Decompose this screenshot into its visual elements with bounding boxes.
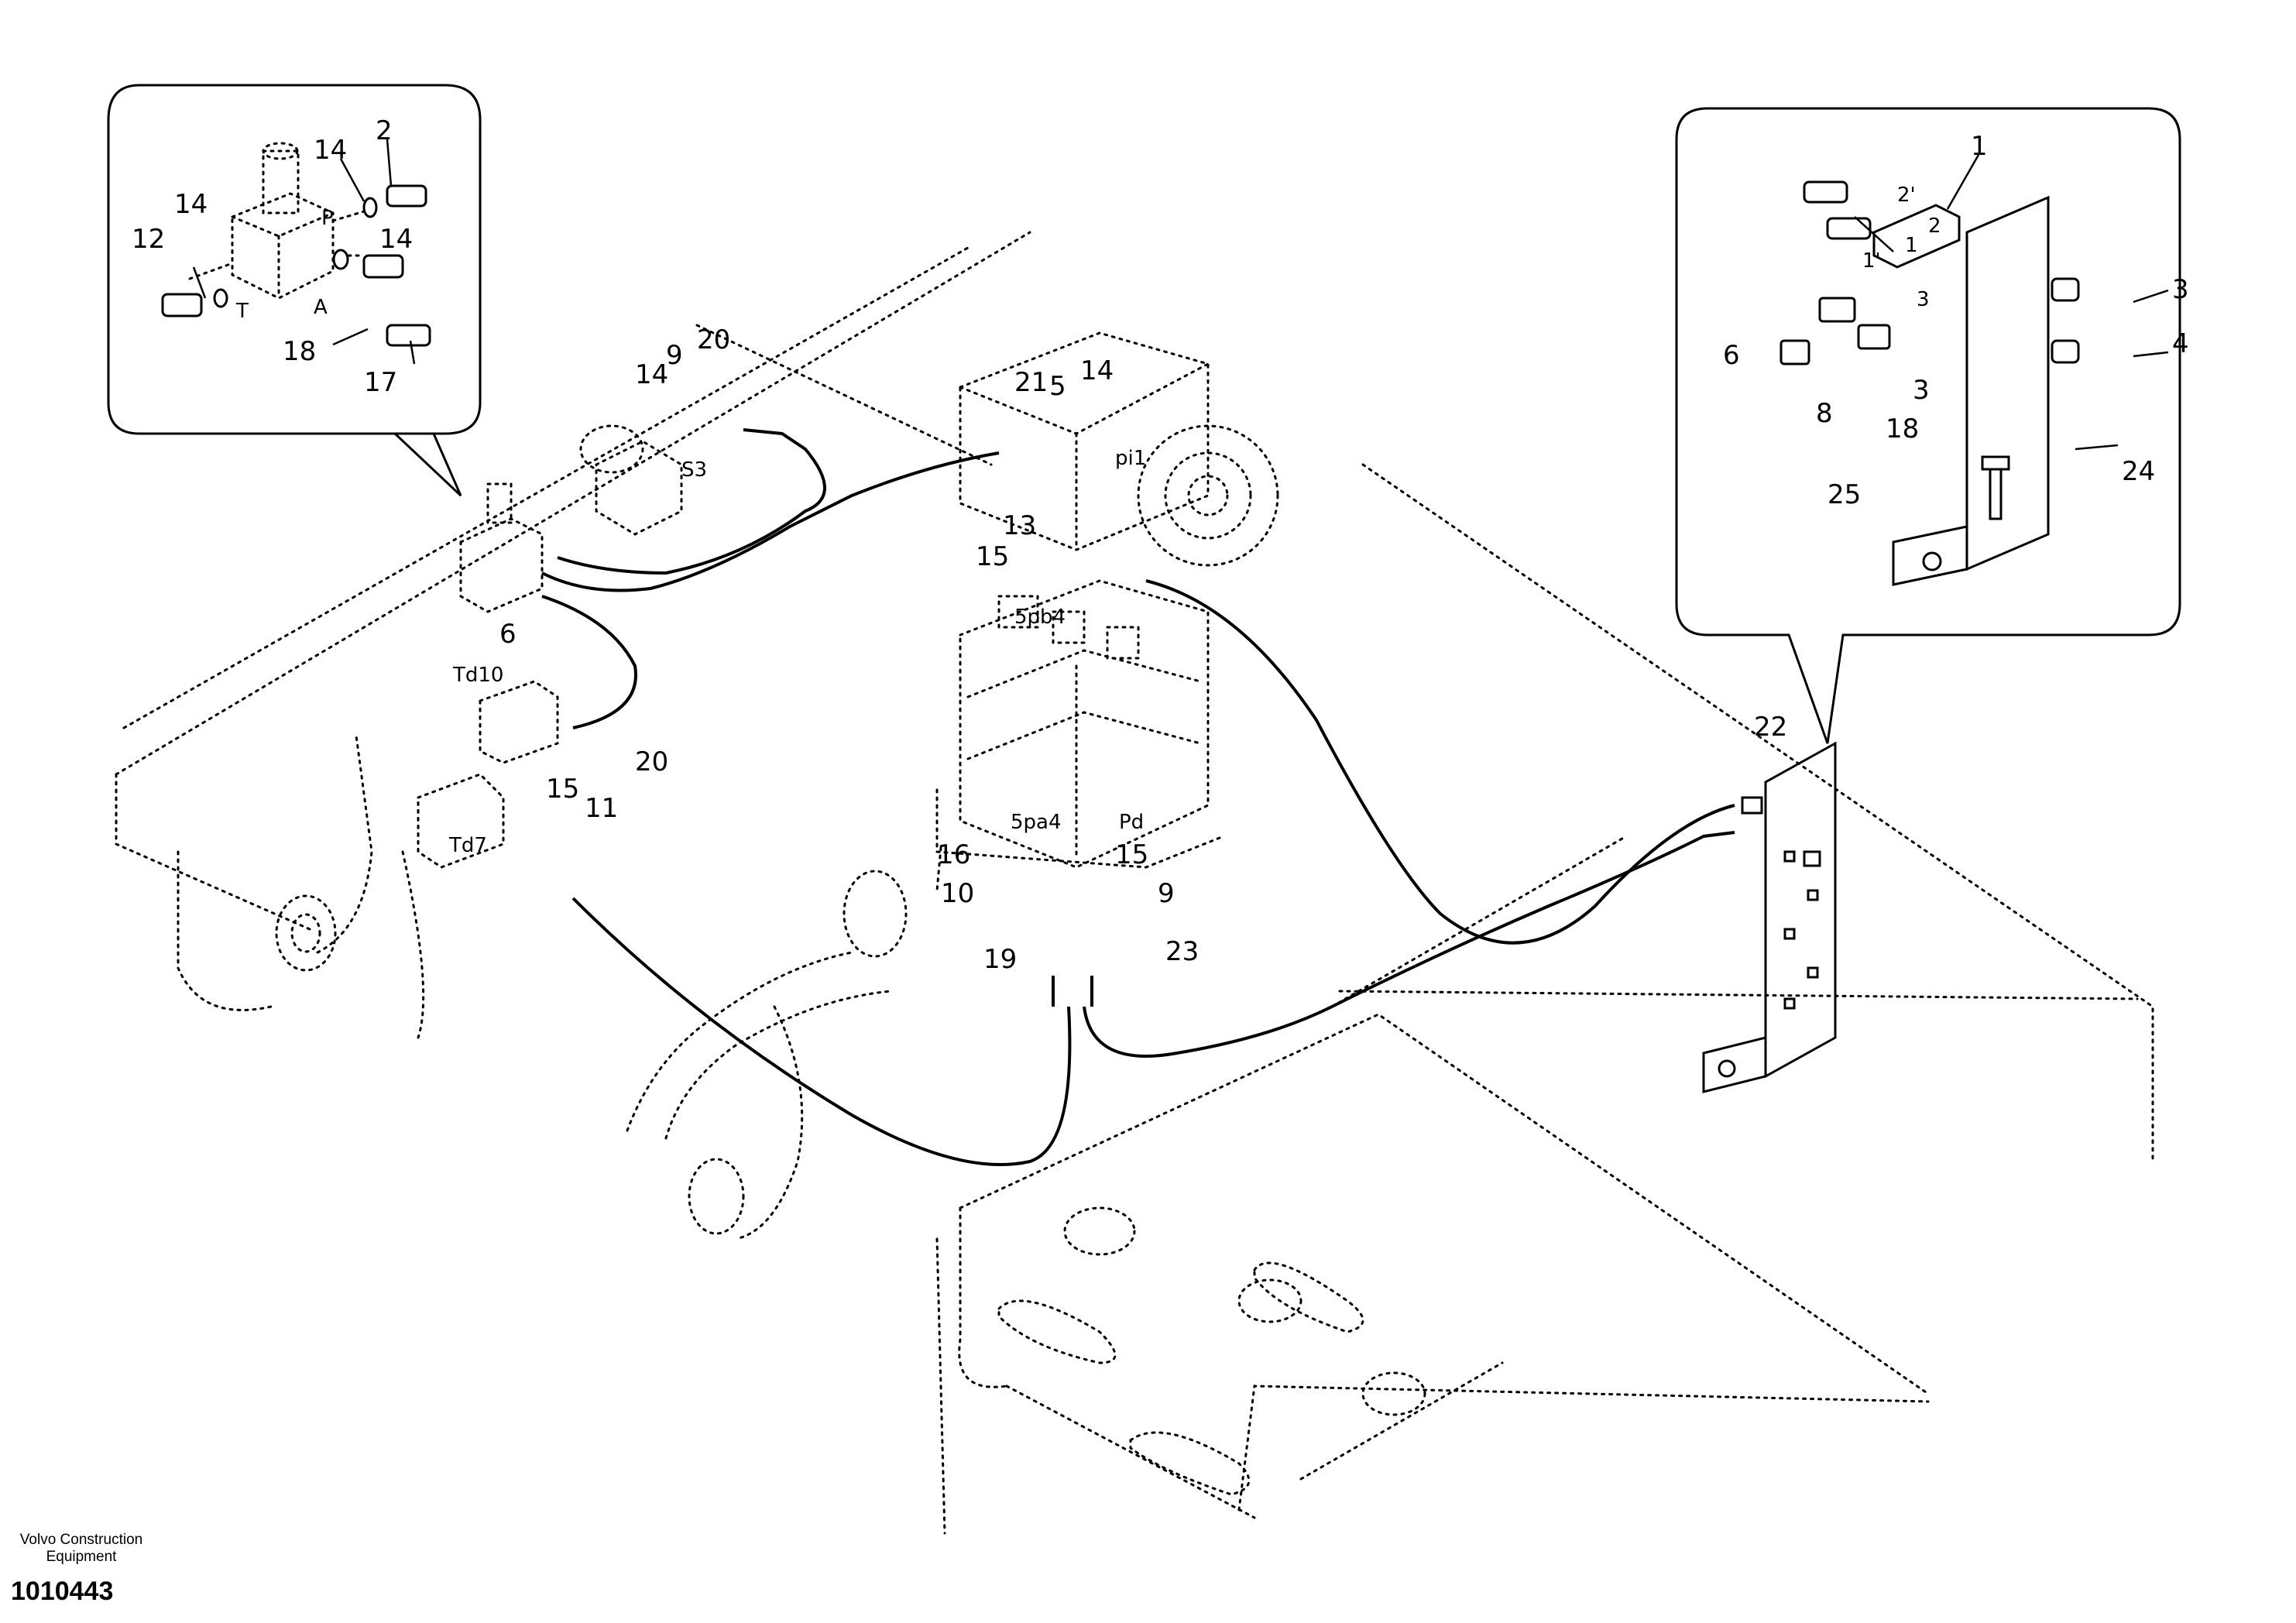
callout: 14 bbox=[314, 135, 347, 166]
callout: 9 bbox=[666, 340, 683, 371]
port-label: T bbox=[235, 300, 249, 323]
callout: 20 bbox=[635, 746, 668, 777]
port-label: Pd bbox=[1119, 811, 1144, 834]
boom-pivot-outline bbox=[626, 870, 908, 1240]
port-label: Td7 bbox=[448, 834, 487, 857]
hydraulic-pump bbox=[959, 331, 1279, 567]
company-name: Volvo Construction Equipment bbox=[19, 1532, 143, 1565]
callout: 23 bbox=[1165, 936, 1199, 967]
callout: 12 bbox=[132, 224, 165, 255]
callout: 17 bbox=[364, 367, 397, 398]
callout: 14 bbox=[635, 359, 668, 390]
port-label: S3 bbox=[681, 458, 707, 482]
callout: 20 bbox=[697, 324, 730, 355]
solenoid-valve-block bbox=[579, 424, 683, 536]
callout: 15 bbox=[976, 541, 1009, 572]
leader-lines bbox=[192, 139, 2169, 451]
callout: 2 bbox=[376, 115, 393, 146]
callout: 4 bbox=[2172, 328, 2189, 359]
port-labels: P T A S3 pi1 5pb4 5pa4 Pd Td10 Td7 2' 2 … bbox=[235, 184, 1941, 857]
callout: 8 bbox=[1816, 398, 1833, 429]
callout: 3 bbox=[2172, 274, 2189, 305]
counterweight-base-outline bbox=[935, 1013, 1930, 1535]
callout: 14 bbox=[379, 224, 413, 255]
callout: 13 bbox=[1003, 510, 1036, 541]
callout: 18 bbox=[283, 336, 316, 367]
callout: 3 bbox=[1913, 375, 1930, 406]
callout: 24 bbox=[2122, 456, 2155, 487]
port-label: A bbox=[314, 296, 328, 319]
port-label: 3 bbox=[1917, 288, 1930, 311]
callout: 10 bbox=[941, 878, 974, 909]
port-label: Td10 bbox=[452, 664, 503, 687]
callout: 18 bbox=[1886, 413, 1919, 444]
port-label: 1 bbox=[1905, 234, 1918, 257]
callout: 1 bbox=[1971, 131, 1988, 162]
port-label: 1' bbox=[1862, 249, 1881, 273]
callout: 14 bbox=[1080, 355, 1114, 386]
callout: 21 bbox=[1014, 367, 1048, 398]
control-valve-block bbox=[935, 579, 1225, 892]
callout: 9 bbox=[1158, 878, 1175, 909]
callout-labels: 14 2 14 12 14 18 17 14 9 20 21 14 5 13 1… bbox=[132, 115, 2189, 975]
hose-bracket bbox=[1702, 741, 1837, 1093]
port-label: 5pa4 bbox=[1011, 811, 1062, 834]
port-label: 2' bbox=[1897, 184, 1916, 207]
callout: 16 bbox=[937, 839, 970, 870]
hose-lines bbox=[541, 428, 1735, 1166]
callout: 6 bbox=[499, 619, 517, 650]
callout: 22 bbox=[1754, 712, 1787, 743]
port-label: 5pb4 bbox=[1014, 606, 1066, 629]
callout: 15 bbox=[1115, 839, 1148, 870]
shuttle-valve-group bbox=[417, 482, 559, 869]
port-label: 2 bbox=[1928, 214, 1941, 238]
callout: 6 bbox=[1723, 340, 1740, 371]
callout: 25 bbox=[1828, 479, 1861, 510]
upper-frame-outline bbox=[115, 231, 2154, 1163]
detail-callout-left bbox=[107, 84, 482, 497]
callout: 15 bbox=[546, 774, 579, 805]
port-label: pi1 bbox=[1115, 447, 1146, 470]
callout: 14 bbox=[174, 189, 208, 220]
drawing-number: 1010443 bbox=[11, 1577, 114, 1606]
callout: 5 bbox=[1049, 371, 1066, 402]
detail-callout-right bbox=[1675, 107, 2181, 744]
callout: 11 bbox=[585, 793, 618, 824]
port-label: P bbox=[321, 207, 334, 230]
callout: 19 bbox=[983, 944, 1017, 975]
